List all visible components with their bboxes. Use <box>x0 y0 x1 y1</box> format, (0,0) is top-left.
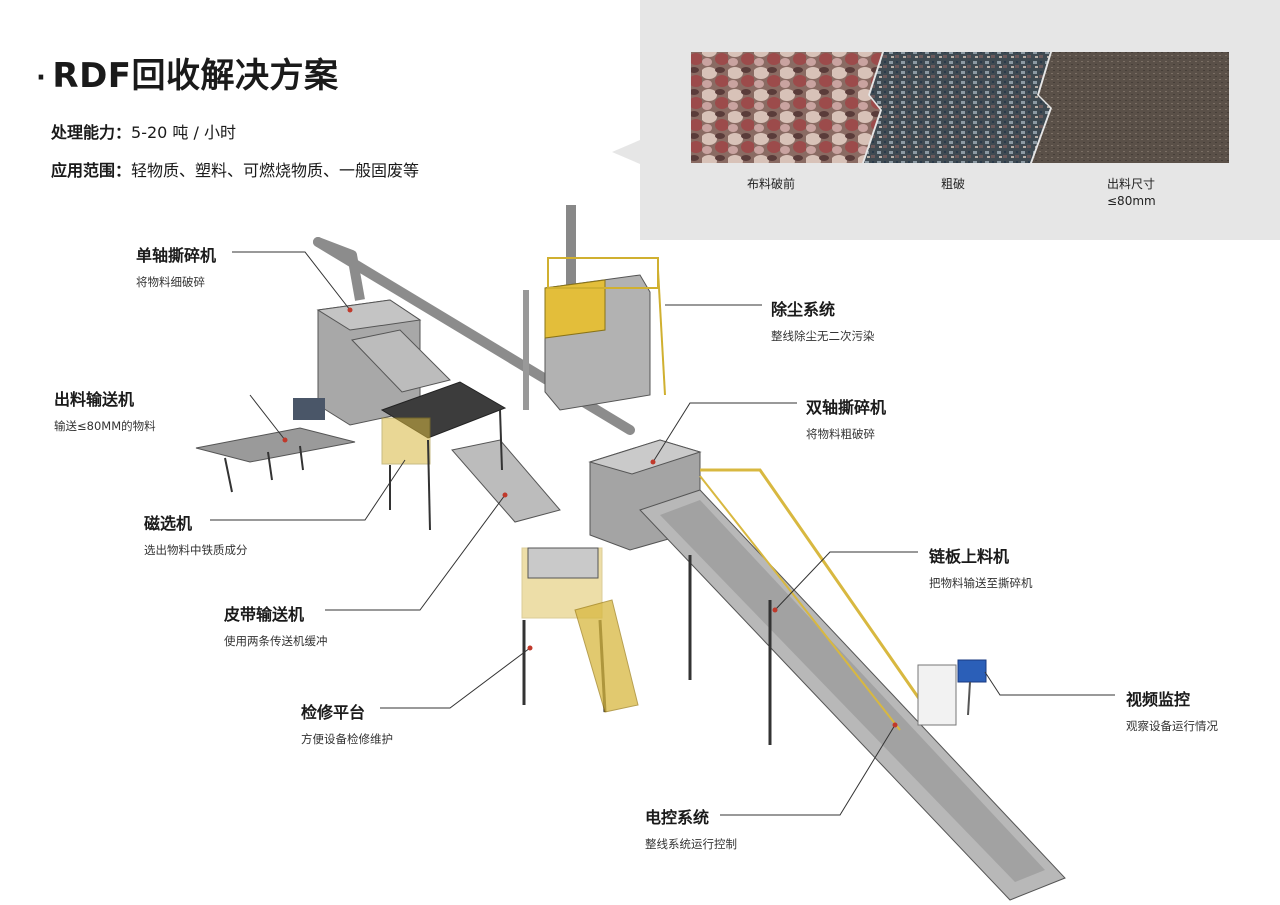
component-name: 电控系统 <box>645 808 710 827</box>
swatch-raw-cloth <box>691 52 882 163</box>
component-name: 视频监控 <box>1126 690 1191 709</box>
leader-lines <box>210 251 1115 816</box>
spec-capacity: 处理能力：5-20 吨 / 小时 <box>51 119 236 143</box>
swatch-fine-output <box>1032 52 1229 163</box>
page-title: ·RDF回收解决方案 <box>36 48 339 97</box>
label-electric-control: 电控系统 整线系统运行控制 <box>645 804 737 852</box>
component-name: 单轴撕碎机 <box>136 246 217 265</box>
component-name: 双轴撕碎机 <box>806 398 887 417</box>
label-magnetic-separator: 磁选机 选出物料中铁质成分 <box>144 510 248 558</box>
component-desc: 方便设备检修维护 <box>301 732 393 746</box>
component-name: 检修平台 <box>301 703 366 722</box>
component-desc: 将物料粗破碎 <box>806 427 875 441</box>
stage-caption-coarse: 粗破 <box>941 177 966 191</box>
component-desc: 把物料输送至撕碎机 <box>929 576 1033 590</box>
label-discharge-conveyor: 出料输送机 输送≤80MM的物料 <box>54 386 156 434</box>
stage-caption-output-size: ≤80mm <box>1107 194 1156 208</box>
label-maintenance-platform: 检修平台 方便设备检修维护 <box>301 699 393 747</box>
label-double-shaft-shredder: 双轴撕碎机 将物料粗破碎 <box>806 394 886 442</box>
component-desc: 整线系统运行控制 <box>645 837 737 851</box>
platform-stairs <box>574 599 639 713</box>
component-desc: 观察设备运行情况 <box>1126 719 1218 733</box>
component-desc: 将物料细破碎 <box>136 275 205 289</box>
swatch-coarse-shred <box>864 52 1050 163</box>
spec-scope: 应用范围：轻物质、塑料、可燃烧物质、一般固废等 <box>51 157 419 181</box>
label-belt-conveyor: 皮带输送机 使用两条传送机缓冲 <box>224 601 328 649</box>
component-name: 链板上料机 <box>929 547 1010 566</box>
component-desc: 选出物料中铁质成分 <box>144 543 248 557</box>
discharge-conveyor <box>195 427 356 463</box>
title-bullet: · <box>36 62 47 93</box>
chimney <box>566 205 576 285</box>
monitor-screen <box>957 659 987 683</box>
component-name: 出料输送机 <box>54 390 135 409</box>
capacity-label: 处理能力： <box>51 123 132 142</box>
leader-markers <box>282 307 898 728</box>
stage-caption-raw: 布料破前 <box>747 177 796 191</box>
component-name: 除尘系统 <box>771 300 836 319</box>
belt-conveyor-lower <box>451 439 561 523</box>
label-single-shaft-shredder: 单轴撕碎机 将物料细破碎 <box>136 242 216 290</box>
scope-value: 轻物质、塑料、可燃烧物质、一般固废等 <box>131 161 420 180</box>
stage-caption-output: 出料尺寸 <box>1107 177 1156 191</box>
label-chain-plate-feeder: 链板上料机 把物料输送至撕碎机 <box>929 543 1033 591</box>
component-desc: 输送≤80MM的物料 <box>54 419 156 433</box>
component-desc: 使用两条传送机缓冲 <box>224 634 328 648</box>
scope-label: 应用范围： <box>51 161 132 180</box>
belt-conveyor-upper <box>351 329 451 393</box>
panel-pointer <box>612 140 640 164</box>
label-dust-removal: 除尘系统 整线除尘无二次污染 <box>771 296 875 344</box>
title-text: RDF回收解决方案 <box>52 56 339 96</box>
shredder-motor <box>293 398 325 420</box>
component-name: 皮带输送机 <box>224 605 305 624</box>
component-name: 磁选机 <box>144 514 193 533</box>
component-desc: 整线除尘无二次污染 <box>771 329 875 343</box>
electric-control-cabinet <box>917 664 957 726</box>
label-video-monitoring: 视频监控 观察设备运行情况 <box>1126 686 1218 734</box>
capacity-value: 5-20 吨 / 小时 <box>131 123 236 142</box>
